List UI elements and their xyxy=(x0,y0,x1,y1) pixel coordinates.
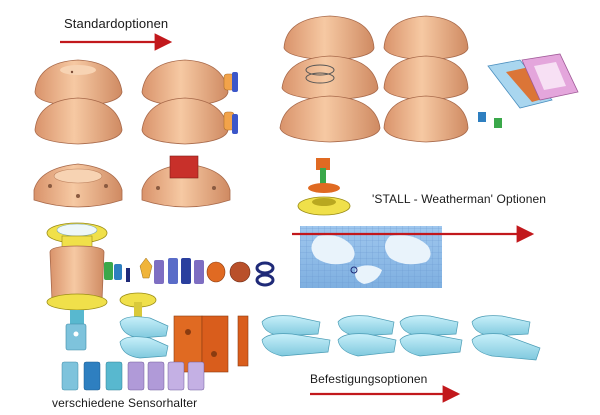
yellow-mount-bracket xyxy=(119,292,157,324)
label-stall-options: 'STALL - Weatherman' Optionen xyxy=(372,192,547,206)
dome-stack-stall xyxy=(279,15,469,143)
sensor-holders xyxy=(61,361,205,391)
dome-housing-with-fitting xyxy=(141,59,238,107)
dome-housing-with-fitting xyxy=(141,97,238,145)
assembled-radiation-shield xyxy=(46,222,108,351)
orange-blocks xyxy=(173,315,249,373)
clamp-brackets xyxy=(119,315,541,361)
base-plate-with-red-bracket xyxy=(141,155,231,208)
small-fittings xyxy=(104,257,275,287)
label-mounting-options: Befestigungsoptionen xyxy=(310,372,428,386)
mast-assembly xyxy=(297,158,351,216)
dome-housing xyxy=(34,59,123,107)
dome-housing xyxy=(34,97,123,145)
label-standard-options: Standardoptionen xyxy=(64,16,169,31)
blueprint-view xyxy=(300,226,442,288)
label-sensor-holders: verschiedene Sensorhalter xyxy=(52,396,198,410)
exploded-sensor-holder xyxy=(478,53,579,128)
base-plate xyxy=(33,163,123,208)
